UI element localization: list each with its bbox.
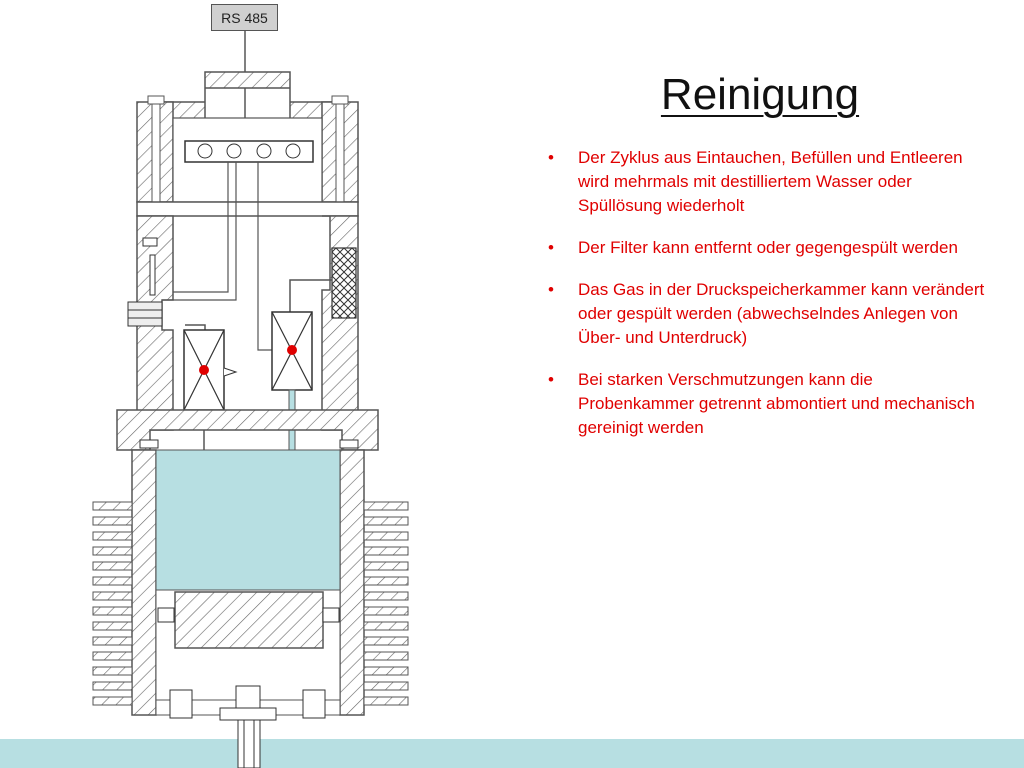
fin-right <box>363 501 409 511</box>
fin-left <box>92 621 133 631</box>
terminal-4 <box>285 143 301 159</box>
fin-right <box>363 531 409 541</box>
chamber-wall-right <box>339 449 365 716</box>
bullet-dot: • <box>548 280 554 299</box>
valve-left-indicator <box>199 365 209 375</box>
fin-left <box>92 546 133 556</box>
pressure-port <box>127 301 163 327</box>
fin-right <box>363 666 409 676</box>
bullet-list: • Der Zyklus aus Eintauchen, Befüllen un… <box>548 146 988 458</box>
bullet-text: Bei starken Verschmutzungen kann die Pro… <box>578 370 975 437</box>
seal-right <box>339 439 359 449</box>
bullet-text: Der Zyklus aus Eintauchen, Befüllen und … <box>578 148 963 215</box>
chamber-liquid <box>155 449 341 591</box>
fin-right <box>363 546 409 556</box>
fin-left <box>92 561 133 571</box>
terminal-3 <box>256 143 272 159</box>
fin-left <box>92 681 133 691</box>
fin-right <box>363 696 409 706</box>
bolt-left-head <box>147 95 165 105</box>
cooling-fins-left <box>92 501 133 706</box>
slide-title: Reinigung <box>660 70 860 119</box>
fin-left <box>92 606 133 616</box>
fin-left <box>92 576 133 586</box>
divider-plate <box>136 201 359 217</box>
bottom-bolt-left <box>169 689 193 719</box>
fin-right <box>363 621 409 631</box>
fin-left <box>92 696 133 706</box>
bullet-item: • Der Zyklus aus Eintauchen, Befüllen un… <box>548 146 988 218</box>
bottom-pipe <box>237 719 261 768</box>
bullet-item: • Der Filter kann entfernt oder gegenges… <box>548 236 988 260</box>
flange <box>116 409 379 451</box>
fin-right <box>363 606 409 616</box>
piston-seal-left <box>157 607 175 623</box>
water-surface-strip <box>0 739 1024 768</box>
bullet-dot: • <box>548 148 554 167</box>
bullet-text: Der Filter kann entfernt oder gegengespü… <box>578 238 958 257</box>
device-cross-section-diagram <box>92 31 409 768</box>
rs485-connector-label: RS 485 <box>211 4 278 31</box>
chamber-wall-left <box>131 449 157 716</box>
terminal-1 <box>197 143 213 159</box>
bullet-text: Das Gas in der Druckspeicherkammer kann … <box>578 280 985 347</box>
terminal-block <box>184 140 314 163</box>
tube-filter <box>289 279 332 312</box>
sensor-needle <box>149 254 156 296</box>
bottom-bolt-right <box>302 689 326 719</box>
terminal-2 <box>226 143 242 159</box>
seal-left <box>139 439 159 449</box>
bottom-pipe-flange <box>219 707 277 721</box>
bullet-dot: • <box>548 238 554 257</box>
valve-right-indicator <box>287 345 297 355</box>
wire-3 <box>257 162 272 351</box>
wire-1 <box>162 162 237 301</box>
bullet-item: • Das Gas in der Druckspeicherkammer kan… <box>548 278 988 350</box>
fin-left <box>92 516 133 526</box>
bullet-dot: • <box>548 370 554 389</box>
bullet-item: • Bei starken Verschmutzungen kann die P… <box>548 368 988 440</box>
fin-left <box>92 501 133 511</box>
filter-element <box>331 247 357 319</box>
fin-right <box>363 516 409 526</box>
fin-right <box>363 591 409 601</box>
fin-right <box>363 561 409 571</box>
fin-right <box>363 636 409 646</box>
bottom-inlet <box>235 685 261 711</box>
sensor-clip <box>142 237 158 247</box>
cooling-fins-right <box>363 501 409 706</box>
fin-left <box>92 531 133 541</box>
piston-seal-right <box>322 607 340 623</box>
fin-right <box>363 681 409 691</box>
fin-right <box>363 576 409 586</box>
fin-left <box>92 666 133 676</box>
fin-left <box>92 651 133 661</box>
fin-left <box>92 636 133 646</box>
fin-right <box>363 651 409 661</box>
wire-2 <box>173 162 229 293</box>
piston <box>174 591 324 649</box>
fin-left <box>92 591 133 601</box>
bolt-right-head <box>331 95 349 105</box>
